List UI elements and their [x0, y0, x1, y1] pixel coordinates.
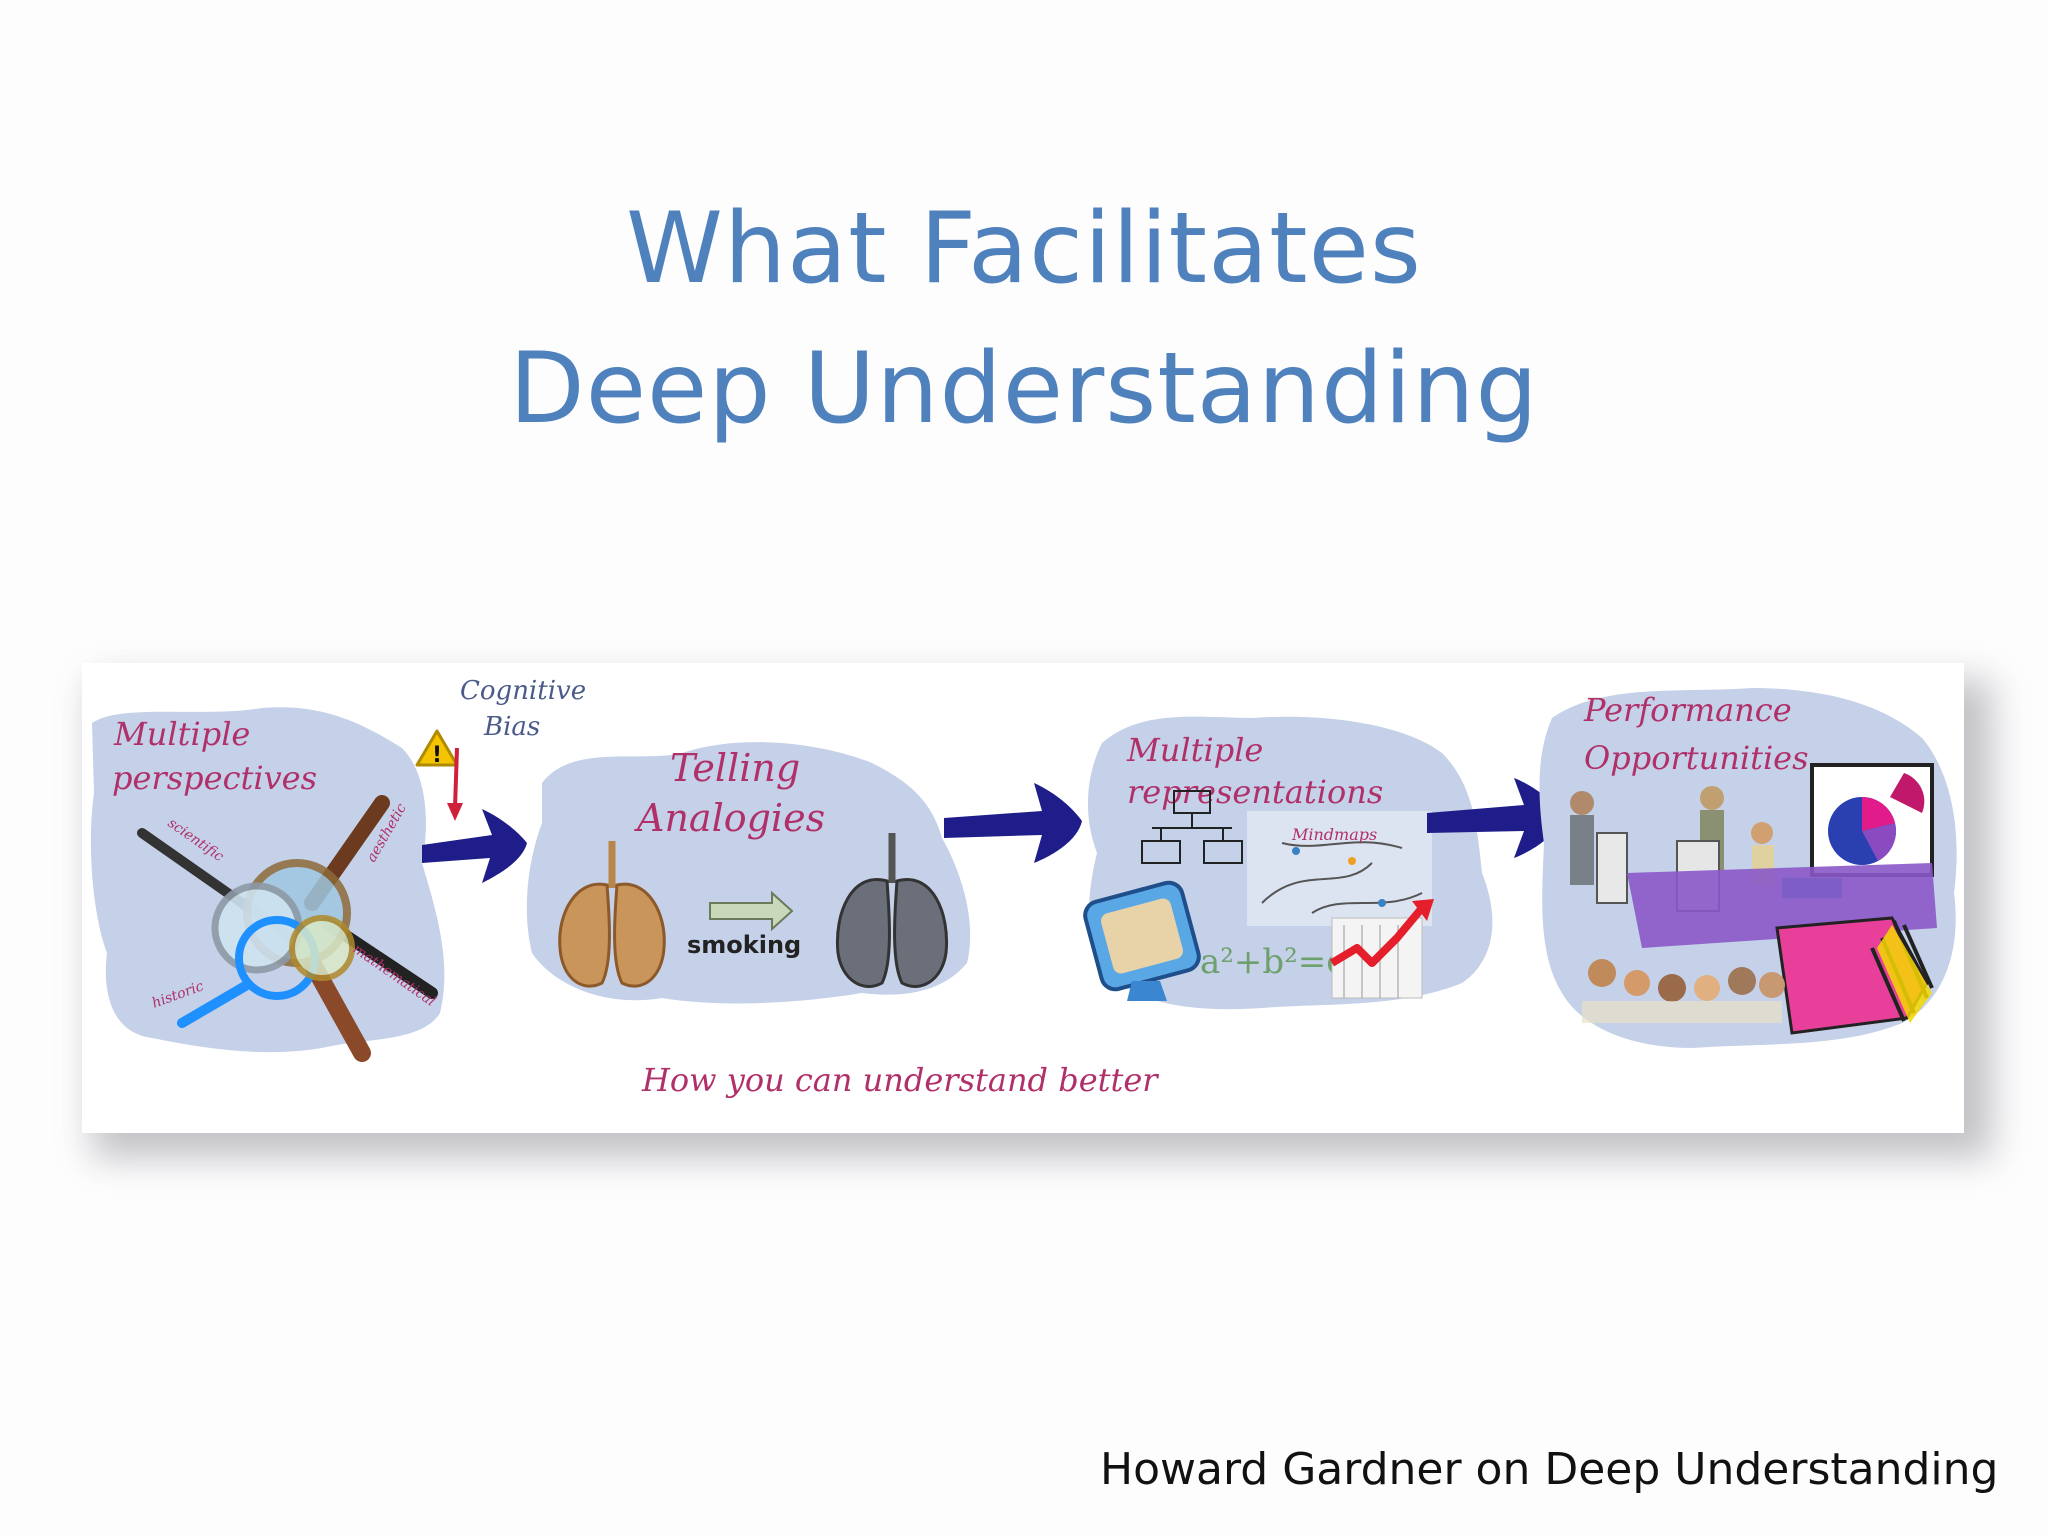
damaged-lungs-icon — [835, 833, 949, 988]
stage3-title-line-1: Multiple — [1126, 731, 1263, 769]
warning-line-2: Bias — [483, 712, 540, 742]
down-arrow-icon — [447, 747, 463, 821]
stage1-title-line-2: perspectives — [112, 759, 317, 797]
stage2-arrow-label: smoking — [687, 931, 801, 959]
diagram-caption: How you can understand better — [641, 1061, 1159, 1099]
svg-text:!: ! — [432, 743, 442, 768]
slide-footer: Howard Gardner on Deep Understanding — [1100, 1444, 1999, 1495]
trend-chart-icon — [1329, 899, 1434, 999]
stage2-title-line-1: Telling — [670, 746, 800, 790]
diagram-panel: Multiple perspectives scientific aesthet… — [82, 663, 1964, 1133]
magnifying-glasses-icon — [137, 795, 438, 1062]
warning-icon: ! — [415, 729, 459, 768]
flow-arrow-1-icon — [422, 809, 527, 883]
healthy-lungs-icon — [558, 841, 666, 988]
slide-title-line-1: What Facilitates — [626, 192, 1422, 306]
warning-line-1: Cognitive — [460, 676, 586, 706]
stage1-title-line-1: Multiple — [113, 715, 250, 753]
stage4-title-line-1: Performance — [1583, 691, 1792, 729]
presentation-scene-icon — [1570, 763, 1937, 1035]
diagram-canvas: Multiple perspectives scientific aesthet… — [90, 676, 1957, 1099]
stage3-title-line-2: representations — [1127, 773, 1383, 811]
slide-title-line-2: Deep Understanding — [509, 332, 1539, 446]
stage2-title-line-2: Analogies — [634, 796, 825, 840]
org-chart-icon — [1141, 790, 1243, 864]
right-arrow-icon — [709, 890, 794, 932]
stage3-mindmap-label: Mindmaps — [1291, 825, 1377, 844]
flow-arrow-3-icon — [1427, 778, 1562, 858]
mindmap-icon — [1247, 811, 1432, 926]
stage4-title-line-2: Opportunities — [1584, 739, 1809, 777]
flow-arrow-2-icon — [944, 783, 1082, 863]
computer-monitor-icon — [1083, 880, 1201, 1001]
